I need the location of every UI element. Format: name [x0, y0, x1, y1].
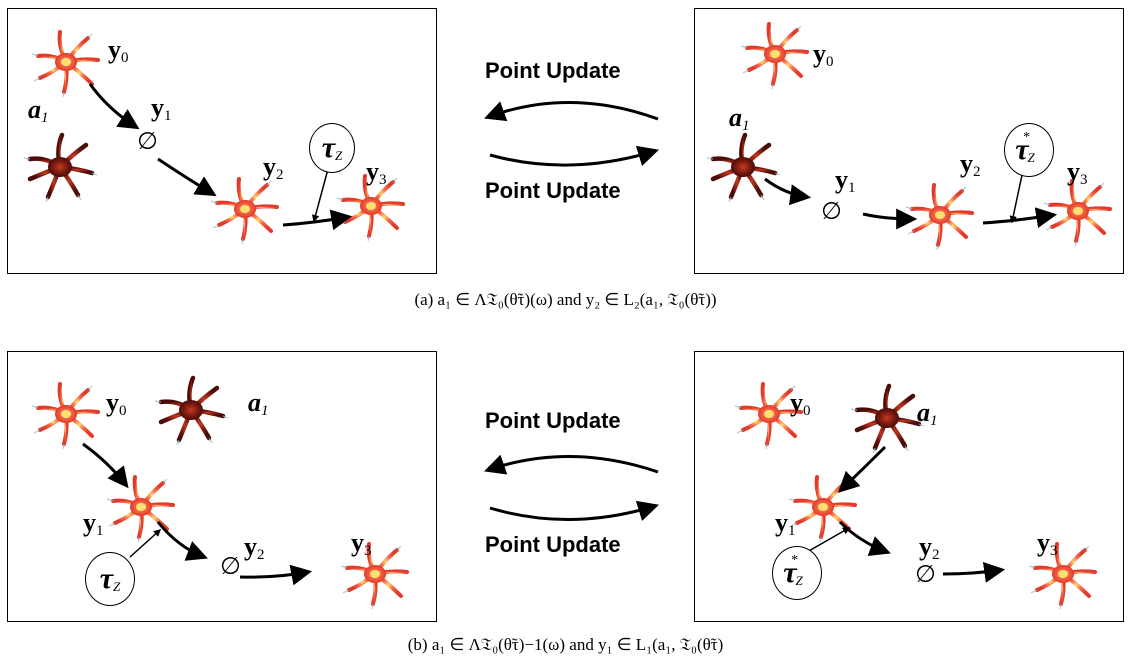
panel-a-right: y0 a1 y1 ∅ y2 y3 τ*Z: [694, 8, 1124, 274]
label-y1: y1: [151, 93, 172, 124]
point-update-label-top-a: Point Update: [485, 58, 621, 83]
label-y0: y0: [813, 39, 834, 70]
label-y3: y3: [351, 528, 372, 559]
arrow-update-left-a: [484, 101, 659, 122]
tau-star-node: τ*Z: [1004, 123, 1054, 177]
update-arrows-b: [484, 454, 660, 521]
empty-set-symbol: ∅: [220, 552, 241, 580]
label-a1: a1: [28, 95, 49, 126]
arrow-y1-y2: [157, 157, 217, 197]
neuron-y2: [904, 183, 974, 252]
neuron-a1: [707, 135, 780, 202]
caption-b: (b) a₁ ∈ Λ𝔗₀(θ̃τ)−1(ω) and y₁ ∈ L₁(a₁, 𝔗…: [407, 635, 724, 654]
label-y2: y2: [244, 532, 265, 563]
arrow-y2-y3: [239, 564, 313, 586]
neuron-y2: [209, 177, 279, 246]
panel-b-left-drawing: [30, 352, 409, 611]
label-y0: y0: [790, 388, 811, 419]
neuron-y1: [105, 475, 175, 544]
label-y3: y3: [366, 157, 387, 188]
label-y1: y1: [835, 165, 856, 196]
empty-set-symbol: ∅: [137, 127, 158, 155]
caption-a: (a) a₁ ∈ Λ𝔗₀(θ̃τ)(ω) and y₂ ∈ L₂(a₁, 𝔗₀(…: [414, 290, 717, 309]
label-y3: y3: [1037, 528, 1058, 559]
neuron-a1: [24, 135, 97, 202]
label-y2: y2: [960, 149, 981, 180]
neuron-y0: [739, 22, 809, 91]
panel-a-right-drawing: [695, 22, 1112, 252]
label-a1: a1: [248, 388, 269, 419]
point-update-label-top-b: Point Update: [485, 408, 621, 433]
arrow-y1-y2: [862, 208, 918, 230]
label-y0: y0: [108, 35, 129, 66]
label-y2: y2: [919, 532, 940, 563]
arrow-y2-y3: [982, 207, 1058, 228]
arrow-a1-y1: [837, 445, 887, 493]
arrow-a1-y1: [764, 177, 812, 206]
label-y1: y1: [775, 508, 796, 539]
neuron-a1: [851, 386, 924, 453]
label-y1: y1: [83, 508, 104, 539]
tau-star-node: τ*Z: [772, 546, 822, 600]
label-y2: y2: [263, 152, 284, 183]
arrow-y1-y2: [156, 521, 208, 561]
panel-b-right-drawing: [733, 382, 1097, 611]
point-update-label-bottom-a: Point Update: [485, 178, 621, 203]
arrow-y0-y1: [88, 83, 140, 130]
arrow-y2-y3: [942, 561, 1006, 583]
neuron-y0: [30, 382, 100, 451]
neuron-y3: [1042, 179, 1112, 248]
arrow-tau-pointer: [311, 168, 329, 223]
empty-set-symbol: ∅: [821, 197, 842, 225]
neuron-a1: [155, 378, 228, 445]
label-a1: a1: [917, 398, 938, 429]
empty-set-symbol: ∅: [915, 560, 936, 588]
update-arrows-a: [484, 101, 660, 167]
point-update-label-bottom-b: Point Update: [485, 532, 621, 557]
arrow-y0-y1: [82, 442, 129, 489]
arrow-tau-pointer: [806, 527, 851, 553]
panel-b-right: y0 a1 y1 ∅ y2 y3 τ*Z: [694, 351, 1124, 622]
label-a1: a1: [729, 103, 750, 134]
arrow-update-right-b: [489, 500, 660, 521]
neuron-y0: [30, 30, 100, 99]
arrow-tau-pointer: [1009, 174, 1023, 224]
arrow-update-right-a: [489, 145, 660, 167]
label-y0: y0: [106, 388, 127, 419]
arrow-y1-y2: [838, 520, 891, 557]
label-y3: y3: [1067, 157, 1088, 188]
arrow-tau-pointer: [129, 528, 162, 558]
arrow-update-left-b: [484, 454, 659, 475]
panel-a-left-drawing: [8, 30, 405, 246]
